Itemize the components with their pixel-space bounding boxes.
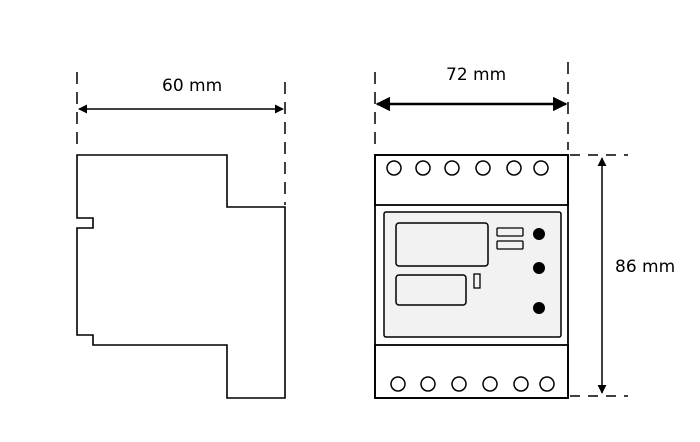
terminal-screw [415, 160, 431, 176]
indicator-led [533, 262, 545, 274]
side-view [76, 72, 286, 399]
side-view-outline [76, 154, 286, 399]
terminal-screw [390, 376, 406, 392]
side-width-label: 60 mm [162, 76, 223, 96]
panel-button-top [496, 227, 524, 237]
front-height-label: 86 mm [615, 257, 676, 277]
front-view [374, 62, 628, 399]
terminal-screw [533, 160, 549, 176]
secondary-display-window [395, 274, 467, 306]
top-terminal-block [374, 154, 569, 206]
indicator-led [533, 228, 545, 240]
terminal-screw [444, 160, 460, 176]
terminal-screw [451, 376, 467, 392]
terminal-screw [482, 376, 498, 392]
top-terminal-screws [386, 160, 549, 176]
indicator-led [533, 302, 545, 314]
panel-button-bottom [496, 240, 524, 250]
terminal-screw [513, 376, 529, 392]
terminal-screw [386, 160, 402, 176]
terminal-screw [539, 376, 555, 392]
terminal-screw [475, 160, 491, 176]
slot-indicator [473, 273, 481, 289]
front-width-label: 72 mm [446, 65, 507, 85]
terminal-screw [506, 160, 522, 176]
terminal-screw [420, 376, 436, 392]
bottom-terminal-block [374, 344, 569, 399]
main-display-window [395, 222, 489, 267]
bottom-terminal-screws [390, 376, 555, 392]
